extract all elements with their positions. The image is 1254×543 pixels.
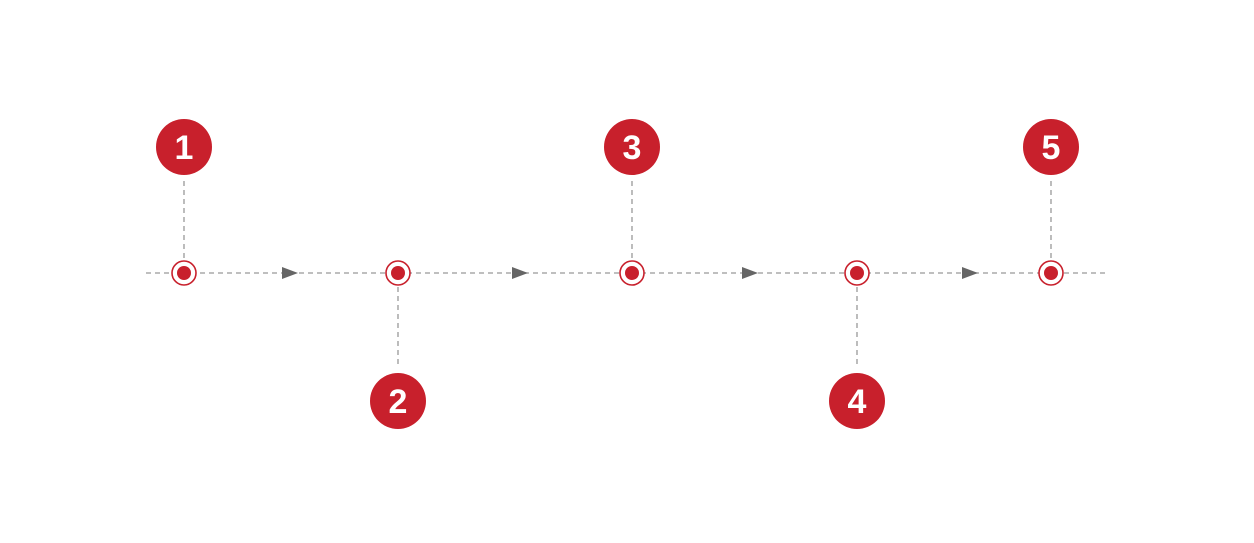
flow-arrow-4 bbox=[962, 267, 978, 279]
step-number: 3 bbox=[623, 129, 642, 167]
step-badge bbox=[829, 373, 885, 429]
step-number: 4 bbox=[848, 383, 867, 421]
timeline-arrows bbox=[282, 267, 978, 279]
step-number: 5 bbox=[1042, 129, 1061, 167]
step-5: 5 bbox=[1023, 119, 1079, 286]
node-dot bbox=[625, 266, 639, 280]
step-3: 3 bbox=[604, 119, 660, 286]
node-dot bbox=[391, 266, 405, 280]
step-badge bbox=[156, 119, 212, 175]
step-2: 2 bbox=[370, 260, 426, 429]
node-dot bbox=[850, 266, 864, 280]
step-1: 1 bbox=[156, 119, 212, 286]
flow-arrow-1 bbox=[282, 267, 298, 279]
step-number: 2 bbox=[389, 383, 408, 421]
step-badge bbox=[1023, 119, 1079, 175]
step-4: 4 bbox=[829, 260, 885, 429]
node-dot bbox=[177, 266, 191, 280]
timeline-steps: 1 2 3 4 5 bbox=[156, 119, 1079, 429]
step-badge bbox=[604, 119, 660, 175]
step-badge bbox=[370, 373, 426, 429]
step-number: 1 bbox=[175, 129, 194, 167]
node-dot bbox=[1044, 266, 1058, 280]
flow-arrow-2 bbox=[512, 267, 528, 279]
flow-arrow-3 bbox=[742, 267, 758, 279]
